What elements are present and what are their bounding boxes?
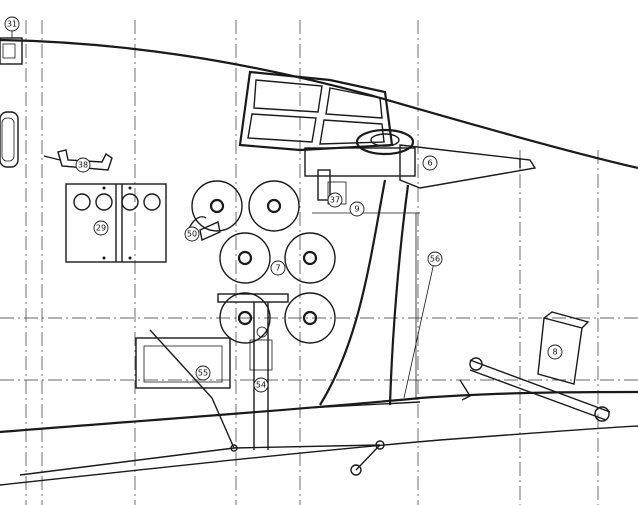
- callout-56: 56: [427, 251, 443, 267]
- callout-6: 6: [422, 155, 438, 171]
- svg-text:31: 31: [7, 20, 17, 29]
- svg-text:7: 7: [275, 264, 280, 273]
- panel-29: [65, 183, 167, 263]
- seat-bracket-55: [135, 329, 235, 449]
- callout-38: 38: [75, 157, 91, 173]
- bracket-31: [0, 30, 23, 65]
- svg-text:8: 8: [552, 348, 557, 357]
- pedal-post-54: [217, 293, 289, 450]
- control-pedestal: [304, 128, 537, 409]
- svg-text:37: 37: [330, 196, 340, 205]
- svg-text:55: 55: [198, 369, 208, 378]
- control-cable: [403, 257, 436, 399]
- svg-text:9: 9: [354, 205, 359, 214]
- svg-text:29: 29: [96, 224, 106, 233]
- svg-text:50: 50: [187, 230, 197, 239]
- canopy-frame: [238, 70, 394, 152]
- actuator-8: [459, 311, 611, 422]
- callout-54: 54: [253, 377, 269, 393]
- callout-50: 50: [184, 226, 200, 242]
- callout-55: 55: [195, 365, 211, 381]
- svg-text:38: 38: [78, 161, 88, 170]
- callout-8: 8: [547, 344, 563, 360]
- reference-lines: [0, 20, 638, 505]
- svg-text:6: 6: [427, 159, 432, 168]
- dial-cluster-7: [191, 180, 336, 344]
- svg-text:54: 54: [256, 381, 266, 390]
- callout-31: 31: [4, 16, 20, 32]
- callout-7: 7: [270, 260, 286, 276]
- floor-linkage: [19, 440, 385, 476]
- callout-37: 37: [327, 192, 343, 208]
- callout-9: 9: [349, 201, 365, 217]
- callout-29: 29: [93, 220, 109, 236]
- svg-text:56: 56: [430, 255, 440, 264]
